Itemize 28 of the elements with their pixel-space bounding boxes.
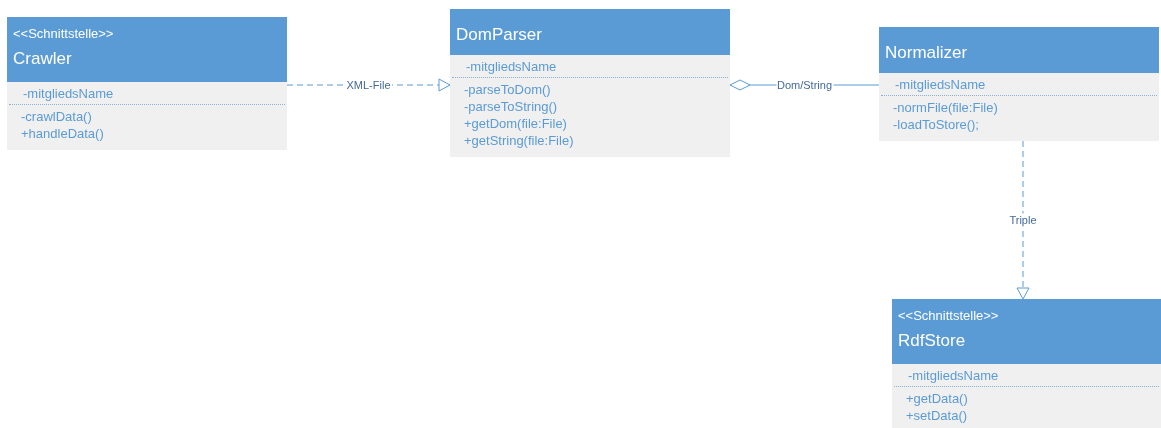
edge-label: Triple xyxy=(1008,213,1038,227)
class-name: Normalizer xyxy=(885,42,968,64)
class-name: DomParser xyxy=(456,24,542,46)
class-name: Crawler xyxy=(13,48,72,70)
method-text: +getDom(file:File) xyxy=(464,115,567,132)
method-text: +setData() xyxy=(906,407,968,424)
attribute-text: -mitgliedsName xyxy=(895,76,986,93)
attribute-text: -mitgliedsName xyxy=(908,367,999,384)
method-text: -parseToDom() xyxy=(464,81,551,98)
method-text: -normFile(file:File) xyxy=(893,99,998,116)
class-box xyxy=(450,9,730,157)
class-box xyxy=(879,27,1159,141)
class-name: RdfStore xyxy=(898,330,966,352)
edge-label: Dom/String xyxy=(776,78,833,92)
method-text: +getData() xyxy=(906,390,968,407)
attribute-text: -mitgliedsName xyxy=(466,58,557,75)
edge-label: XML-File xyxy=(345,78,392,92)
method-text: -parseToString() xyxy=(464,98,558,115)
stereotype-label: <<Schnittstelle>> xyxy=(898,307,1000,325)
method-text: +getString(file:File) xyxy=(464,132,574,149)
class-box xyxy=(892,299,1161,428)
attribute-text: -mitgliedsName xyxy=(23,85,114,102)
stereotype-label: <<Schnittstelle>> xyxy=(13,25,115,43)
arrow xyxy=(1016,140,1030,300)
method-text: +handleData() xyxy=(21,125,104,142)
method-text: -crawlData() xyxy=(21,108,92,125)
class-box xyxy=(7,17,287,150)
method-text: -loadToStore(); xyxy=(893,116,979,133)
